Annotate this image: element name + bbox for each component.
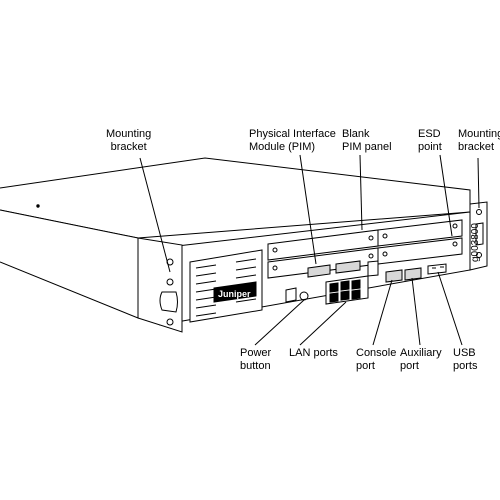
leader-mounting-right <box>477 157 480 209</box>
right-bracket <box>469 201 488 271</box>
leader-pim <box>299 154 317 265</box>
brand-logo-text: Juniper <box>218 289 251 299</box>
left-bracket <box>137 237 183 333</box>
usb-ports-shape <box>427 263 447 275</box>
leader-aux <box>411 277 421 346</box>
blank-pim-top <box>377 219 463 247</box>
leader-usb <box>437 271 463 346</box>
console-port-shape <box>385 269 403 283</box>
leader-console <box>372 279 393 346</box>
leader-lan <box>299 301 347 346</box>
label-lan-ports: LAN ports <box>289 347 338 359</box>
blank-pim-bottom <box>377 237 463 265</box>
leader-mounting-left <box>139 157 171 273</box>
leader-esd <box>439 154 453 237</box>
leader-blank-pim <box>359 154 363 231</box>
aux-port-shape <box>404 267 422 281</box>
leader-power <box>254 299 305 346</box>
figure-id: g003800 <box>470 223 481 262</box>
